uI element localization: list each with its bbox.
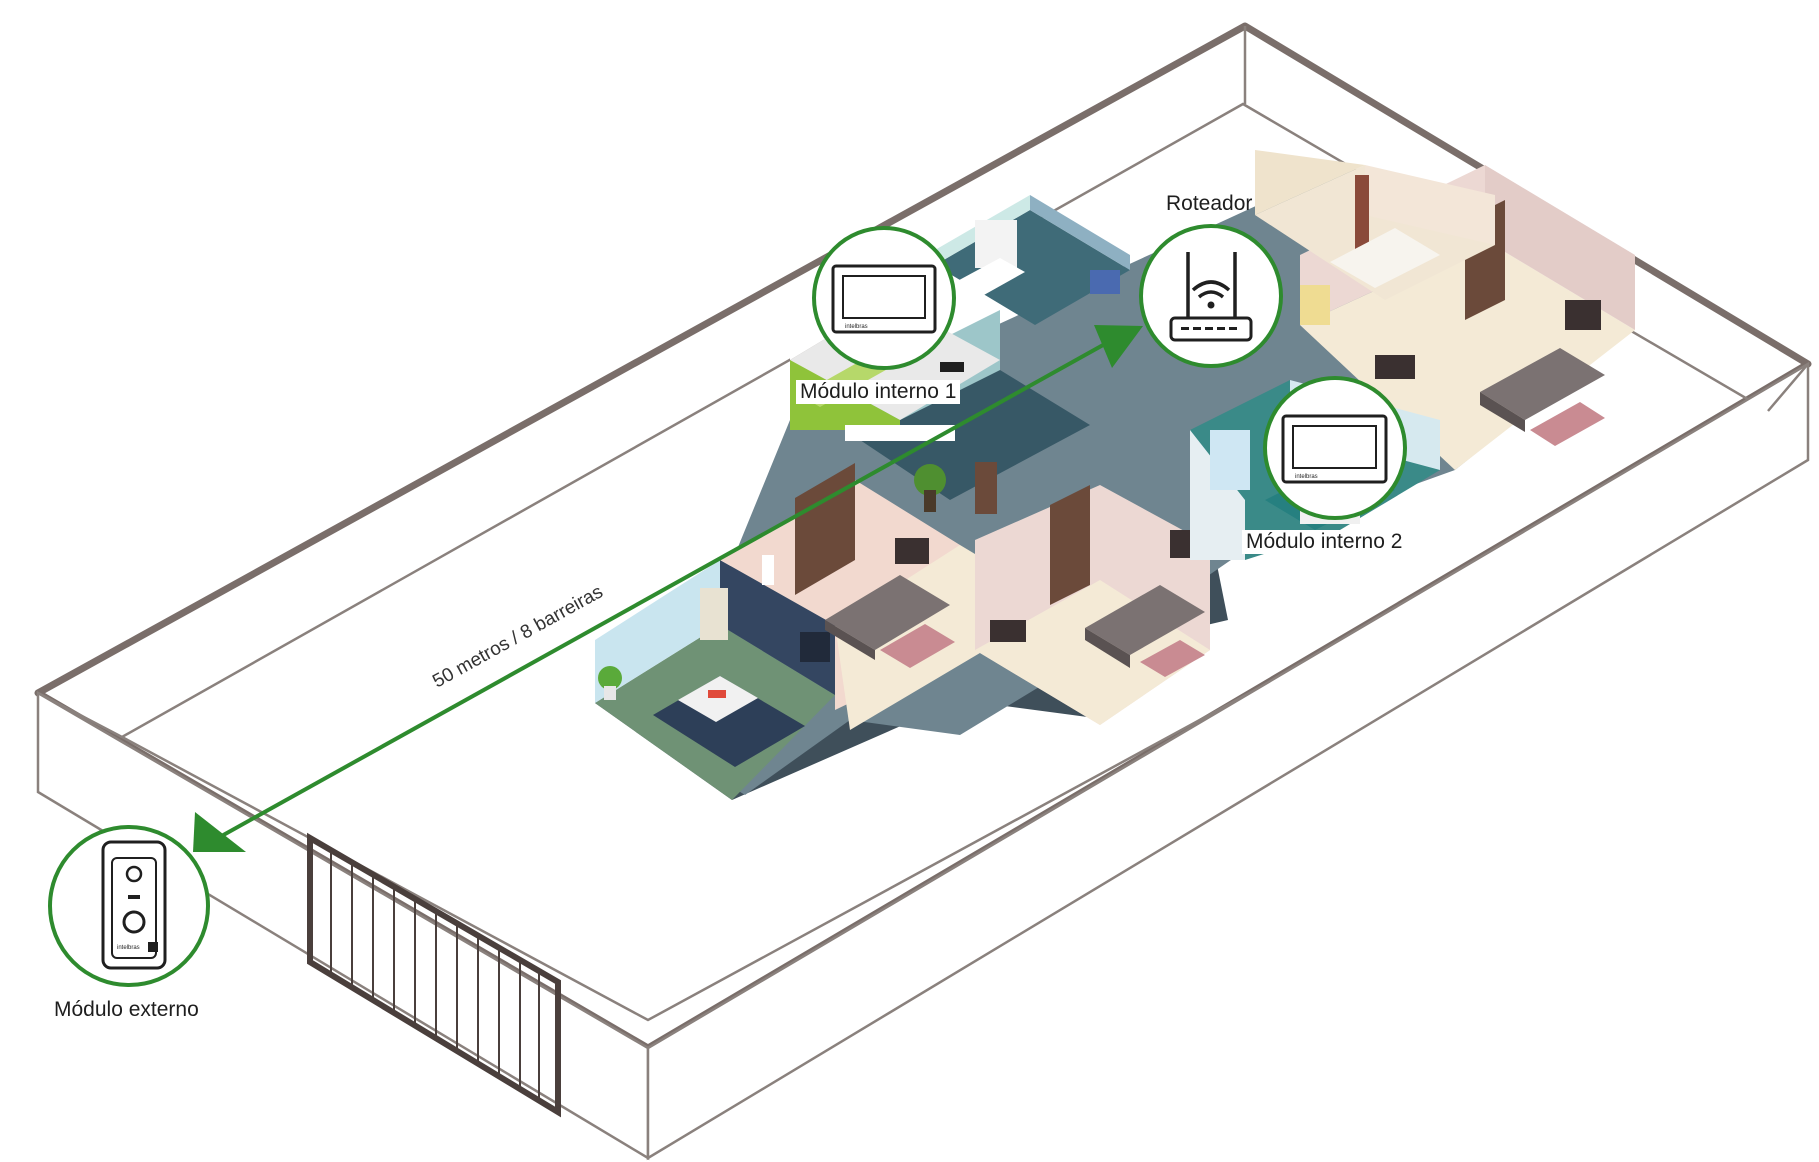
router	[1141, 226, 1281, 366]
external-module: intelbras	[50, 827, 208, 985]
brand-mark: intelbras	[1295, 474, 1318, 480]
internal-module-1-label: Módulo interno 1	[796, 380, 960, 404]
router-label: Roteador	[1166, 192, 1252, 216]
monitor-icon: intelbras	[1283, 416, 1386, 482]
brand-mark: intelbras	[845, 324, 868, 330]
internal-module-2: intelbras	[1265, 378, 1405, 518]
external-module-label: Módulo externo	[54, 998, 199, 1022]
internal-module-2-label: Módulo interno 2	[1242, 530, 1406, 554]
doorbell-icon: intelbras	[103, 842, 165, 968]
brand-mark: intelbras	[117, 945, 140, 951]
internal-module-1: intelbras	[814, 228, 954, 368]
monitor-icon: intelbras	[833, 266, 935, 332]
